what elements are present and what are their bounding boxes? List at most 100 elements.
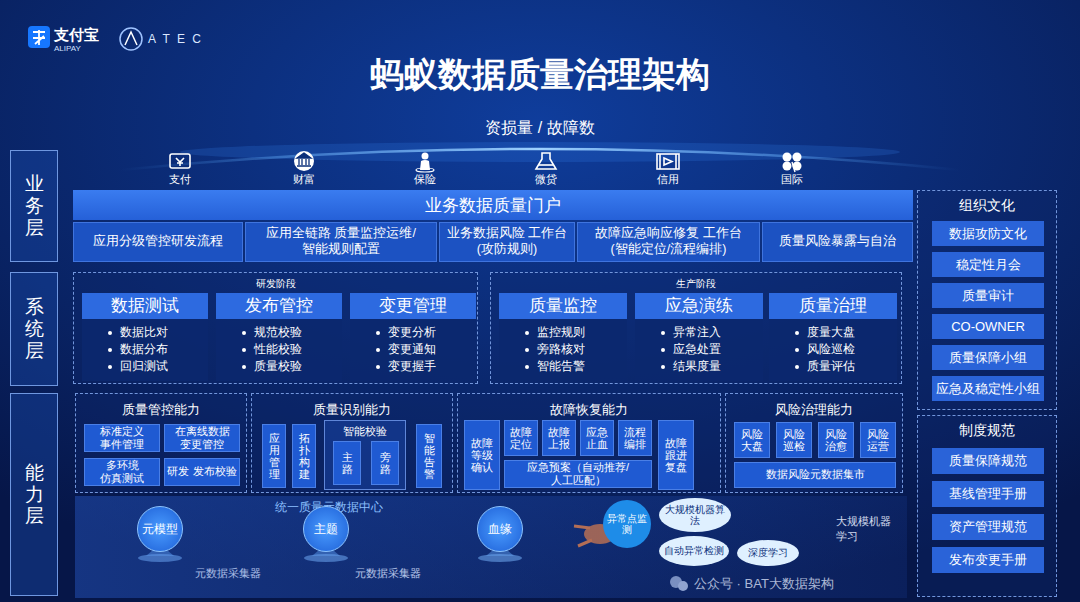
- bullet-row: 数据分布: [108, 341, 208, 358]
- alipay-logo: [33, 30, 45, 45]
- capability-box: 应用管理: [262, 424, 286, 488]
- bullet-dot: [376, 331, 380, 335]
- node-text: 故障等级确认: [471, 437, 493, 473]
- capability-box: 故障跟进复盘: [658, 420, 694, 490]
- node-text: 主路: [342, 451, 353, 475]
- bullet-dot: [661, 348, 665, 352]
- bullet-row: 回归测试: [108, 358, 208, 375]
- capability-box: 风险巡检: [776, 422, 812, 458]
- node-text: 资产管理规范: [949, 518, 1027, 536]
- international-icon: [783, 153, 802, 173]
- org-item: 数据攻防文化: [932, 221, 1044, 246]
- bullet-dot: [525, 331, 529, 335]
- bullet-text: 旁路核对: [537, 341, 585, 358]
- group-panel: 故障恢复能力故障等级确认故障定位故障上报应急止血流程编排故障跟进复盘应急预案（自…: [457, 393, 721, 493]
- bullet-text: 智能告警: [537, 358, 585, 375]
- metadata-circle: 元模型: [137, 506, 183, 552]
- international-icon: [793, 153, 802, 162]
- caption-label: 微贷: [521, 172, 571, 187]
- bullet-row: 变更分析: [376, 324, 476, 341]
- card-body: 监控规则旁路核对智能告警: [499, 319, 627, 381]
- node-text: 质量保障小组: [949, 349, 1027, 367]
- algorithm-bubble: 异常点监测: [603, 500, 651, 548]
- group-heading: 制度规范: [918, 422, 1056, 440]
- caption-label: 保险: [400, 172, 450, 187]
- node-text: 基线管理手册: [949, 485, 1027, 503]
- node-text: 旁路: [380, 451, 391, 475]
- capability-box: 流程编排: [618, 420, 652, 456]
- node-text: 风险巡检: [783, 428, 805, 452]
- node-text: 应用管理: [269, 432, 280, 480]
- node-text: CO-OWNER: [951, 319, 1025, 334]
- node-text: 应急预案（自动推荐/人工匹配）: [507, 461, 649, 487]
- bullet-text: 监控规则: [537, 324, 585, 341]
- bullet-text: 应急处置: [673, 341, 721, 358]
- node-text: 自动异常检测: [664, 545, 724, 557]
- international-icon: [792, 162, 795, 172]
- bullet-row: 变更握手: [376, 358, 476, 375]
- metadata-circle: 血缘: [477, 506, 523, 552]
- group-panel: 智能校验主路 旁路: [324, 420, 406, 490]
- node-text: 业务数据风险 工作台(攻防规则): [443, 226, 571, 257]
- function-box: 质量风险暴露与自治: [762, 222, 913, 262]
- logo-text: 支付宝: [54, 26, 114, 45]
- bullet-dot: [108, 348, 112, 352]
- node-text: 智能告警: [424, 432, 435, 480]
- bullet-row: 风险巡检: [795, 341, 897, 358]
- bullet-text: 变更分析: [388, 324, 436, 341]
- node-text: 发布变更手册: [949, 551, 1027, 569]
- bullet-row: 度量大盘: [795, 324, 897, 341]
- logo-text: A T E C: [148, 32, 238, 46]
- node-text: 业务数据质量门户: [425, 194, 561, 217]
- top-arc: [120, 142, 960, 170]
- bullet-dot: [242, 348, 246, 352]
- function-box: 应用全链路 质量监控运维/智能规则配置: [245, 222, 437, 262]
- capability-box: 数据风险元数据集市: [734, 462, 896, 488]
- card-body: 数据比对数据分布回归测试: [82, 319, 208, 381]
- node-text: 异常点监测: [607, 513, 647, 536]
- node-text: 业务层: [25, 173, 44, 239]
- node-text: 质量风险暴露与自治: [779, 234, 896, 250]
- card-heading: 数据测试: [82, 293, 208, 319]
- bullet-row: 监控规则: [525, 324, 627, 341]
- group-panel: 统一质量元数据中心元模型主题血缘异常点监测自动异常检测大规模机器算法深度学习: [75, 496, 907, 598]
- group-heading: 组织文化: [918, 197, 1056, 215]
- module-card: 质量监控监控规则旁路核对智能告警: [499, 293, 627, 381]
- wealth-icon: [294, 151, 314, 171]
- capability-box: 故障定位: [504, 420, 538, 456]
- bullet-dot: [242, 331, 246, 335]
- loan-icon: [536, 153, 556, 169]
- bullet-dot: [795, 365, 799, 369]
- card-heading: 质量监控: [499, 293, 627, 319]
- node-text: 稳定性月会: [956, 256, 1021, 274]
- credit-icon: [660, 154, 676, 169]
- node-text: 质量审计: [962, 287, 1014, 305]
- org-item: 质量保障规范: [932, 448, 1044, 474]
- atec-logo: [120, 28, 142, 50]
- caption-label: 支付: [155, 172, 205, 187]
- insurance-icon: [416, 168, 434, 172]
- node-text: 能力层: [25, 462, 44, 528]
- credit-icon: [657, 154, 679, 169]
- node-text: 深度学习: [748, 547, 788, 559]
- capability-box: 主路: [333, 441, 361, 485]
- layer-band: 系统层: [10, 272, 58, 386]
- alipay-logo: [28, 26, 50, 48]
- credit-icon: [657, 154, 679, 169]
- org-item: CO-OWNER: [932, 314, 1044, 339]
- capability-box: 故障等级确认: [464, 420, 500, 490]
- node-text: 风险运营: [867, 428, 889, 452]
- bullet-row: 质量评估: [795, 358, 897, 375]
- org-item: 质量保障小组: [932, 345, 1044, 370]
- title: 蚂蚁数据质量治理架构: [0, 52, 1080, 98]
- atec-logo: [120, 28, 142, 50]
- group-heading: 智能校验: [325, 424, 405, 439]
- bullet-text: 变更握手: [388, 358, 436, 375]
- group-heading: 故障恢复能力: [458, 401, 720, 419]
- bullet-text: 变更通知: [388, 341, 436, 358]
- bullet-dot: [795, 348, 799, 352]
- group-heading: 质量管控能力: [76, 401, 246, 419]
- node-text: 风险大盘: [741, 428, 763, 452]
- node-text: 风险治愈: [825, 428, 847, 452]
- node-text: 主题: [314, 521, 338, 538]
